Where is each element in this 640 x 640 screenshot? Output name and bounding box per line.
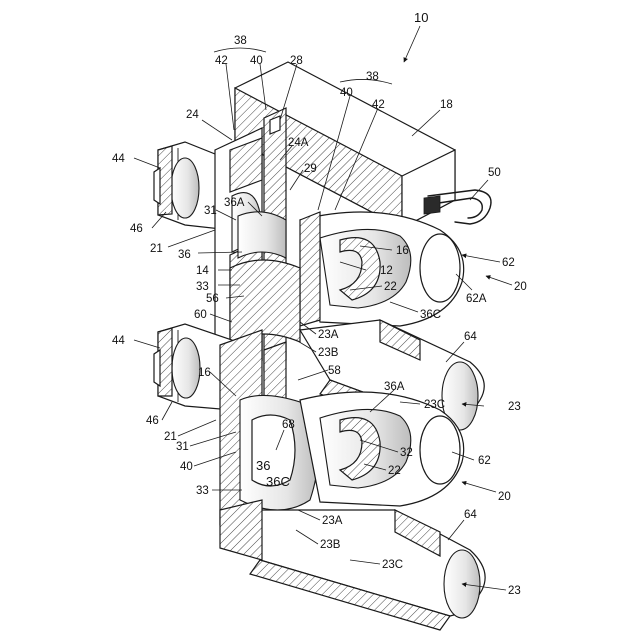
- ref-36-upper: 36: [178, 249, 191, 261]
- ref-68: 68: [282, 419, 295, 431]
- ref-22-lower: 22: [388, 465, 401, 477]
- ref-32: 32: [400, 447, 413, 459]
- ref-31-lower: 31: [176, 441, 189, 453]
- ref-64-lower: 64: [464, 509, 477, 521]
- ref-64-upper: 64: [464, 331, 477, 343]
- ref-42-right: 42: [372, 99, 385, 111]
- ref-33-lower: 33: [196, 485, 209, 497]
- ref-23A-lower: 23A: [322, 515, 343, 527]
- ref-40-lower: 40: [180, 461, 193, 473]
- bottom-pipe: [220, 500, 485, 630]
- ref-14: 14: [196, 265, 209, 277]
- ref-38-right: 38: [366, 71, 379, 83]
- ref-62A: 62A: [466, 293, 487, 305]
- ref-56: 56: [206, 293, 219, 305]
- ref-33-upper: 33: [196, 281, 209, 293]
- ref-22-upper: 22: [384, 281, 397, 293]
- ref-62-lower: 62: [478, 455, 491, 467]
- ref-42-top: 42: [215, 55, 228, 67]
- ref-16-upper: 16: [396, 245, 409, 257]
- ref-24: 24: [186, 109, 199, 121]
- ref-40-top: 40: [250, 55, 263, 67]
- ref-10: 10: [414, 10, 428, 25]
- ref-60: 60: [194, 309, 207, 321]
- ref-58: 58: [328, 365, 341, 377]
- ref-20-lower: 20: [498, 491, 511, 503]
- ref-44-lower: 44: [112, 335, 125, 347]
- ref-31-upper: 31: [204, 205, 217, 217]
- ref-23-upper: 23: [508, 401, 521, 413]
- ref-28: 28: [290, 55, 303, 67]
- ref-38-top-left: 38: [234, 35, 247, 47]
- ref-36C-upper: 36C: [420, 309, 441, 321]
- ref-36-lower: 36: [256, 458, 270, 473]
- ref-50: 50: [488, 167, 501, 179]
- ref-21-upper: 21: [150, 243, 163, 255]
- ref-40-right: 40: [340, 87, 353, 99]
- ref-21-lower: 21: [164, 431, 177, 443]
- ref-23C-upper: 23C: [424, 399, 445, 411]
- ref-23A-upper: 23A: [318, 329, 339, 341]
- ref-16-lower: 16: [198, 367, 211, 379]
- ref-62-upper: 62: [502, 257, 515, 269]
- ref-23B-upper: 23B: [318, 347, 339, 359]
- ref-36A-lower: 36A: [384, 381, 405, 393]
- ref-23C-lower: 23C: [382, 559, 403, 571]
- ref-46-lower: 46: [146, 415, 159, 427]
- ref-36A-upper: 36A: [224, 197, 245, 209]
- ref-20-upper: 20: [514, 281, 527, 293]
- ref-23-lower: 23: [508, 585, 521, 597]
- ref-18: 18: [440, 99, 453, 111]
- ref-29: 29: [304, 163, 317, 175]
- ref-12: 12: [380, 265, 393, 277]
- clip: [424, 190, 491, 224]
- ref-23B-lower: 23B: [320, 539, 341, 551]
- ref-44-upper: 44: [112, 153, 125, 165]
- ref-24A: 24A: [288, 137, 309, 149]
- ref-46-upper: 46: [130, 223, 143, 235]
- upper-ring: [230, 212, 300, 342]
- ref-36C-lower: 36C: [266, 474, 290, 489]
